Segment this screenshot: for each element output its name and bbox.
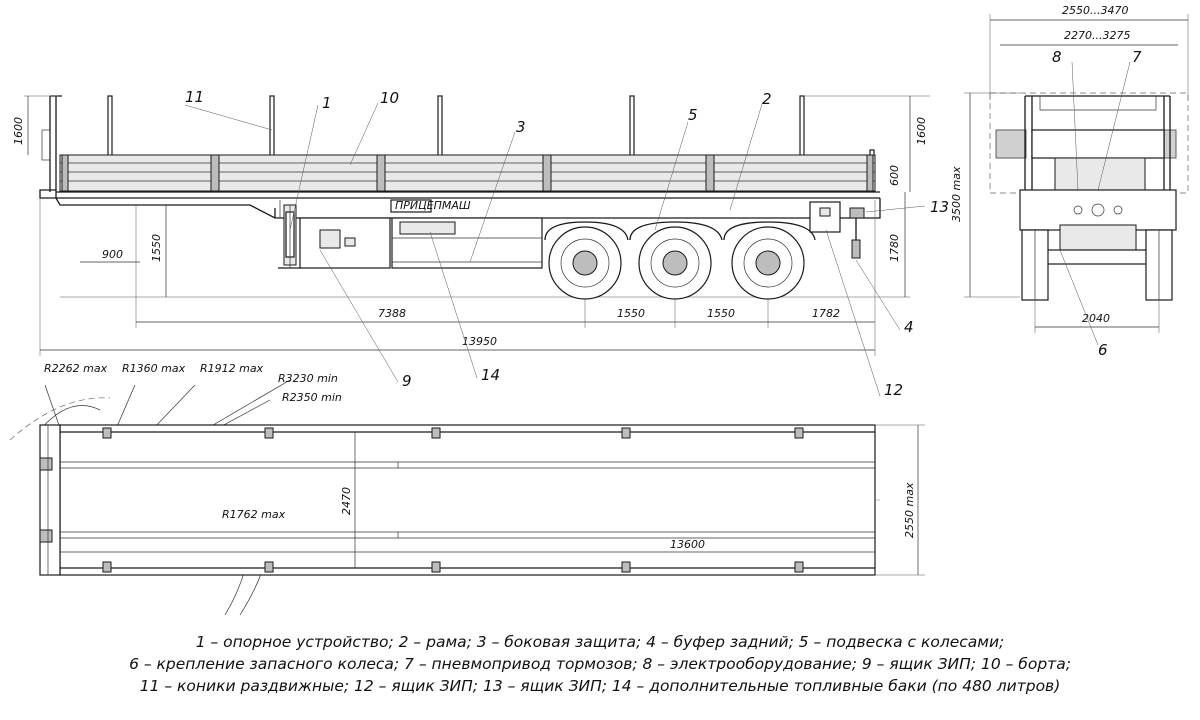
callout-14: 14 <box>481 366 500 384</box>
callout-9: 9 <box>402 372 412 390</box>
dim-board-height: 600 <box>888 165 901 186</box>
dim-front-overhang: 900 <box>102 248 123 261</box>
dim-platform-width: 2550 max <box>903 482 916 538</box>
dim-platform-inner-width: 2470 <box>340 487 353 515</box>
callout-13: 13 <box>930 198 949 216</box>
dim-axle-spacing-1: 1550 <box>617 307 645 320</box>
trailer-technical-drawing: ПРИЦЕПМАШ <box>9 4 1189 616</box>
radius-label-6: R1762 max <box>222 508 286 521</box>
dim-kingpin-to-axle: 7388 <box>378 307 406 320</box>
dim-deck-height: 1550 <box>150 234 163 262</box>
landing-gear <box>278 204 302 269</box>
legend-line-1: 1 – опорное устройство; 2 – рама; 3 – бо… <box>195 633 1005 651</box>
side-equipment: ПРИЦЕПМАШ <box>299 199 543 269</box>
legend-line-2: 6 – крепление запасного колеса; 7 – пнев… <box>129 655 1071 673</box>
dim-platform-length: 13600 <box>670 538 705 551</box>
radius-label-3: R1912 max <box>200 362 264 375</box>
callout-4: 4 <box>904 318 914 336</box>
rear-view: 2550...3470 2270...3275 3500 max 2040 <box>950 4 1189 359</box>
dim-rear-overhang: 1782 <box>812 307 840 320</box>
legend: 1 – опорное устройство; 2 – рама; 3 – бо… <box>0 631 1200 697</box>
dim-stake-height-left: 1600 <box>12 117 25 145</box>
rear-equipment <box>809 201 865 259</box>
radius-label-4: R3230 min <box>278 372 338 385</box>
radius-label-2: R1360 max <box>122 362 186 375</box>
wheels <box>544 221 816 300</box>
side-boards <box>59 154 876 192</box>
dim-rear-width-inner: 2270...3275 <box>1064 29 1130 42</box>
legend-line-3: 11 – коники раздвижные; 12 – ящик ЗИП; 1… <box>139 677 1061 695</box>
side-view: ПРИЦЕПМАШ <box>12 88 949 399</box>
callout-2: 2 <box>762 90 772 108</box>
radius-label-1: R2262 max <box>44 362 108 375</box>
dim-height-1780: 1780 <box>888 234 901 262</box>
top-view: 2470 13600 2550 max R2262 max R1360 max … <box>9 362 925 616</box>
dim-rear-width-max: 2550...3470 <box>1062 4 1128 17</box>
callout-7: 7 <box>1132 48 1142 66</box>
dim-track-width: 2040 <box>1082 312 1110 325</box>
dim-overall-length: 13950 <box>462 335 497 348</box>
callout-3: 3 <box>516 118 526 136</box>
manufacturer-plate: ПРИЦЕПМАШ <box>395 199 471 212</box>
callout-11: 11 <box>185 88 204 106</box>
callout-5: 5 <box>688 106 698 124</box>
callout-1: 1 <box>322 94 332 112</box>
dim-rear-height: 3500 max <box>950 166 963 222</box>
callout-10: 10 <box>380 89 399 107</box>
callout-12: 12 <box>884 381 903 399</box>
side-callouts: 11 1 10 3 5 2 13 4 12 9 14 <box>184 88 949 399</box>
callout-6: 6 <box>1098 341 1108 359</box>
callout-8: 8 <box>1052 48 1062 66</box>
radius-label-5: R2350 min <box>282 391 342 404</box>
side-dimensions: 1600 1600 600 1780 1550 900 7388 <box>12 95 930 356</box>
dim-stake-height-right: 1600 <box>915 117 928 145</box>
stake-pockets <box>102 427 804 573</box>
dim-axle-spacing-2: 1550 <box>707 307 735 320</box>
